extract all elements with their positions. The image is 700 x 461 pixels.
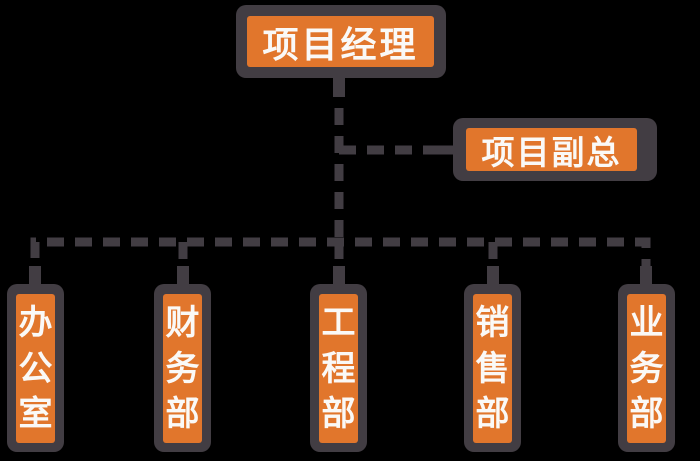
node-deputy-manager-label: 项目副总 (481, 133, 622, 171)
node-project-manager[interactable]: 项目经理 (236, 5, 446, 78)
node-office-char: 公 (18, 349, 53, 388)
node-engineering-dept-char: 部 (321, 394, 356, 433)
node-project-manager-fill: 项目经理 (247, 16, 434, 67)
node-business-dept-fill: 业 务 部 (627, 294, 666, 443)
node-project-manager-label: 项目经理 (262, 23, 419, 65)
node-office-fill: 办 公 室 (16, 294, 55, 443)
node-sales-dept[interactable]: 销 售 部 (464, 284, 521, 452)
node-business-dept-char: 务 (629, 349, 664, 388)
node-engineering-dept[interactable]: 工 程 部 (310, 284, 367, 452)
node-business-dept-char: 业 (629, 304, 664, 343)
node-office-char: 室 (18, 394, 53, 433)
node-deputy-manager[interactable]: 项目副总 (453, 118, 657, 181)
node-office[interactable]: 办 公 室 (7, 284, 64, 452)
node-finance-dept-char: 财 (165, 304, 200, 343)
node-business-dept[interactable]: 业 务 部 (618, 284, 675, 452)
node-engineering-dept-char: 工 (321, 304, 356, 343)
node-sales-dept-char: 部 (475, 394, 510, 433)
node-sales-dept-fill: 销 售 部 (473, 294, 512, 443)
node-finance-dept[interactable]: 财 务 部 (154, 284, 211, 452)
node-business-dept-char: 部 (629, 394, 664, 433)
node-finance-dept-char: 务 (165, 349, 200, 388)
node-sales-dept-char: 销 (475, 304, 510, 343)
node-finance-dept-char: 部 (165, 394, 200, 433)
node-engineering-dept-char: 程 (321, 349, 356, 388)
node-sales-dept-char: 售 (475, 349, 510, 388)
node-deputy-manager-fill: 项目副总 (466, 128, 637, 171)
node-engineering-dept-fill: 工 程 部 (319, 294, 358, 443)
node-finance-dept-fill: 财 务 部 (163, 294, 202, 443)
node-office-char: 办 (18, 304, 53, 343)
